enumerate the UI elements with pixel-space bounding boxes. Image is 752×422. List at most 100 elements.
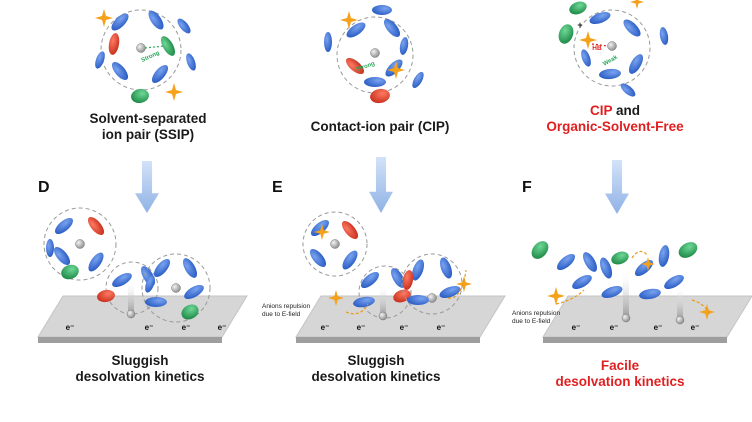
- solvent-molecule: [111, 61, 129, 81]
- cation: [607, 41, 617, 51]
- repulsion-arrow: [691, 299, 711, 317]
- hb-label: HB: [592, 45, 602, 52]
- solvent-molecule: [581, 49, 591, 67]
- star-anion-icon: [328, 290, 344, 306]
- weak-label: Weak: [602, 54, 619, 67]
- down-arrows: [135, 157, 629, 214]
- star-anion-icon: [95, 9, 113, 27]
- star-anion-icon: [699, 304, 715, 320]
- solvent-molecule: [629, 54, 643, 74]
- solvent-molecule: [623, 19, 641, 37]
- down-arrow: [369, 157, 393, 213]
- electron-label: e⁻: [572, 323, 581, 332]
- electrode-edge: [296, 337, 480, 343]
- solvent-molecule: [88, 252, 104, 272]
- electron-label: e⁻: [218, 323, 227, 332]
- electron-label: e⁻: [610, 323, 619, 332]
- electron-label: e⁻: [691, 323, 700, 332]
- solvent-molecule: [572, 275, 592, 289]
- electron-label: e⁻: [145, 323, 154, 332]
- panel-label-e: E: [272, 179, 283, 196]
- water-molecule: [678, 242, 698, 258]
- solvent-molecule: [599, 257, 613, 279]
- cation-at-surface: [675, 315, 685, 325]
- solvation-shell: [302, 211, 368, 277]
- water-molecule: [569, 1, 587, 15]
- star-anion-icon: [387, 61, 405, 79]
- solvent-molecule: [589, 11, 611, 25]
- cation-at-surface: [621, 313, 631, 323]
- solvent-molecule: [184, 285, 204, 299]
- anion: [341, 220, 359, 240]
- solvent-molecule: [151, 64, 169, 84]
- solvent-molecule: [95, 51, 105, 69]
- solvent-molecule: [112, 273, 132, 287]
- solvent-molecule: [664, 275, 684, 289]
- cation-at-surface: [378, 311, 388, 321]
- hb-line: [591, 43, 609, 47]
- panel-e-clusters: [302, 211, 472, 321]
- solvation-shell: [43, 207, 117, 281]
- solvent-molecule: [383, 18, 401, 38]
- water-molecule: [558, 24, 574, 44]
- solvent-molecule: [148, 10, 164, 30]
- solvent-molecule: [53, 246, 71, 266]
- ssip-cluster: Strong: [95, 9, 196, 104]
- note-f-line1: Anions repulsion: [512, 310, 561, 317]
- solvent-molecule: [360, 271, 380, 289]
- cation: [136, 43, 146, 53]
- anion: [97, 289, 115, 303]
- solvent-molecule: [407, 295, 429, 305]
- cip-cluster: Strong: [324, 5, 424, 104]
- cation-trajectory: [128, 280, 134, 314]
- facile-label-f: Facile desolvation kinetics: [530, 358, 710, 390]
- water-molecule: [161, 36, 175, 56]
- electron-label: e⁻: [66, 323, 75, 332]
- electrode-edge: [543, 337, 727, 343]
- water-molecule: [61, 264, 79, 280]
- sluggish-label-e: Sluggish desolvation kinetics: [276, 353, 476, 385]
- interaction-line: [144, 45, 165, 49]
- solvent-molecule: [601, 285, 623, 299]
- cip-title: Contact-ion pair (CIP): [290, 119, 470, 135]
- star-anion-icon: [314, 224, 330, 240]
- repulsion-arrow: [555, 289, 585, 305]
- cation-trajectory: [677, 286, 683, 320]
- electrode-edge: [38, 337, 222, 343]
- cation: [171, 283, 181, 293]
- facile-f-line2: desolvation kinetics: [555, 374, 685, 389]
- solvent-molecule: [411, 259, 425, 281]
- solvent-molecule: [310, 219, 330, 237]
- anion: [402, 270, 414, 290]
- electron-label: e⁻: [182, 323, 191, 332]
- panel-label-f: F: [522, 179, 532, 196]
- sluggish-d-line2: desolvation kinetics: [75, 369, 205, 384]
- solvation-shell: [100, 9, 182, 91]
- sluggish-d-line1: Sluggish: [111, 353, 169, 368]
- down-arrow: [135, 161, 159, 213]
- solvent-molecule: [599, 68, 621, 80]
- solvent-molecule: [439, 257, 453, 279]
- solvent-molecule: [412, 71, 424, 89]
- solvent-molecule: [153, 258, 171, 278]
- anion-repulsion-note-e: Anions repulsion due to E-field: [262, 303, 310, 319]
- electron-label: e⁻: [321, 323, 330, 332]
- repulsion-arrow: [631, 250, 649, 259]
- solvent-molecule: [385, 59, 403, 77]
- solvent-molecule: [46, 239, 54, 257]
- star-anion-icon: [579, 31, 597, 49]
- and-word: and: [612, 103, 641, 118]
- cation: [75, 239, 85, 249]
- panel-label-d: D: [38, 179, 50, 196]
- water-molecule: [181, 304, 199, 320]
- star-anion-icon: [641, 257, 655, 271]
- panel-f-clusters: [531, 241, 715, 325]
- solvent-molecule: [353, 296, 375, 308]
- solvent-molecule: [634, 259, 654, 277]
- sluggish-e-line2: desolvation kinetics: [311, 369, 441, 384]
- strong-label: Strong: [141, 50, 161, 64]
- cation-trajectory: [623, 270, 629, 318]
- anion: [108, 33, 120, 55]
- star-anion-icon: [340, 11, 358, 29]
